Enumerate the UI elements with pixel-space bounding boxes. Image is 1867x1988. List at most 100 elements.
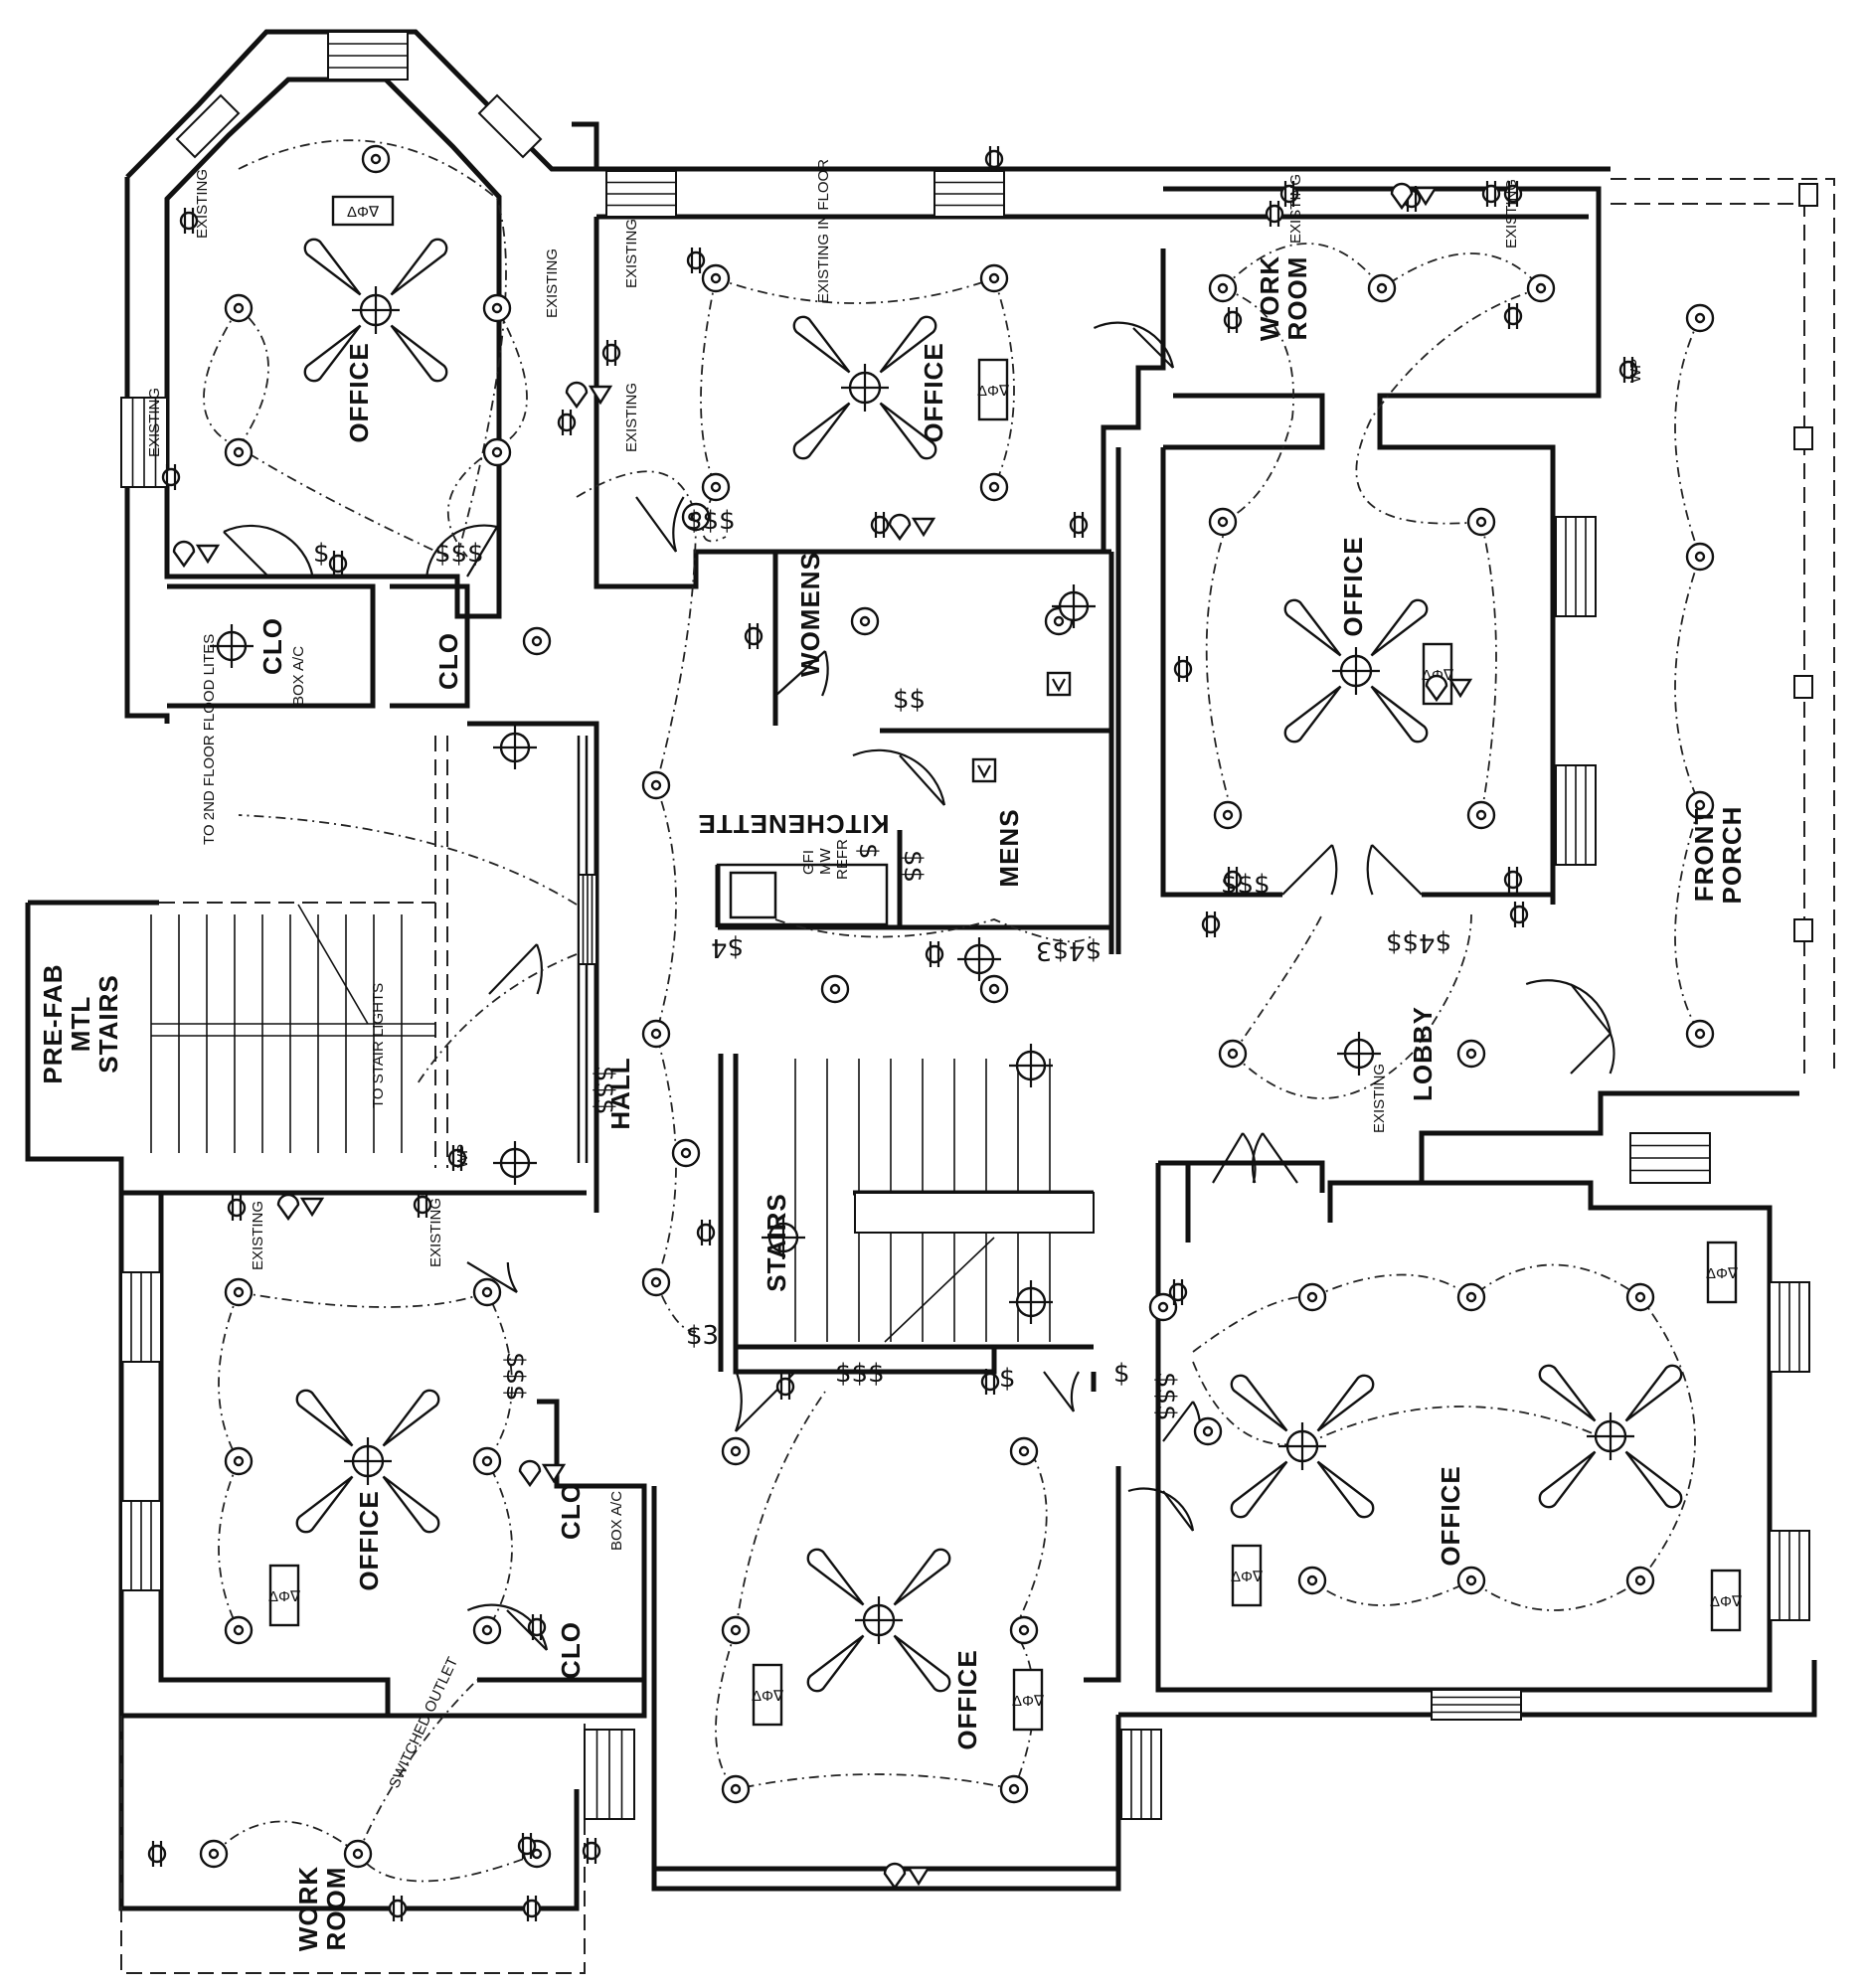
- fan-blade: [1538, 1364, 1597, 1422]
- fan-blade: [1316, 1460, 1375, 1519]
- switch-group-triple: $$$: [1151, 1372, 1181, 1421]
- room-label-line: OFFICE: [919, 342, 948, 442]
- circuit-run: [238, 307, 269, 448]
- fan-blade: [879, 315, 937, 374]
- room-label-line: STAIRS: [762, 1193, 791, 1291]
- recessed-light-center: [481, 1624, 493, 1636]
- ceiling-fan-icon: [806, 1548, 951, 1693]
- duplex-outlet-icon: [517, 1836, 537, 1856]
- recessed-light-center: [481, 1286, 493, 1298]
- device-cluster-glyphs: ΔΦ∇: [977, 383, 1010, 400]
- fan-blade: [1230, 1460, 1288, 1519]
- fan-blade: [382, 1475, 440, 1534]
- note-existing: EXISTING: [623, 219, 640, 288]
- exhaust-fan-icon: [1046, 671, 1072, 697]
- device-cluster-glyphs: ΔΦ∇: [752, 1688, 784, 1705]
- device-cluster-box: [331, 195, 395, 227]
- duplex-outlet-icon: [775, 1377, 795, 1397]
- device-cluster-glyphs: ΔΦ∇: [268, 1588, 301, 1605]
- phone-jack-icon: [888, 513, 912, 542]
- device-cluster-glyphs: ΔΦ∇: [1706, 1265, 1739, 1282]
- room-label-clo-n: CLO: [433, 632, 463, 690]
- fan-blade: [1624, 1450, 1683, 1509]
- wall-office-sw: [118, 1193, 647, 1911]
- note-switched-outlet: SWITCHED OUTLET: [386, 1655, 461, 1791]
- room-label-line: OFFICE: [354, 1490, 384, 1590]
- room-label-line: OFFICE: [1338, 536, 1368, 636]
- switch-group-triple: $$$: [686, 506, 736, 536]
- door-leaf: [466, 526, 498, 578]
- door-swing: [223, 524, 314, 578]
- circuit-run-flood-lites: [238, 814, 578, 906]
- room-label-line: STAIRS: [93, 974, 123, 1073]
- room-label-line: ROOM: [321, 1867, 351, 1951]
- room-label-line: CLO: [556, 1482, 586, 1540]
- fan-blade: [1370, 598, 1429, 657]
- note-wp: WP: [454, 1144, 471, 1168]
- room-label-office-n: OFFICE: [919, 342, 948, 442]
- circuit-run: [238, 139, 507, 558]
- room-label-line: KITCHENETTE: [698, 809, 890, 839]
- switch-group-lobby: $4$$: [1386, 927, 1451, 957]
- room-label-line: CLO: [257, 617, 287, 675]
- recessed-light-center: [233, 446, 245, 458]
- fan-blade: [792, 315, 851, 374]
- recessed-light-center: [690, 511, 702, 523]
- recessed-light-center: [1227, 1048, 1239, 1060]
- wall-closets-n: [167, 583, 470, 709]
- door-swing: [1093, 321, 1175, 369]
- door-leaf: [1162, 1401, 1194, 1442]
- switch-3way: $3: [686, 1321, 719, 1351]
- room-label-line: CLO: [433, 632, 463, 690]
- duplex-outlet-icon: [1173, 659, 1193, 679]
- circuit-run: [213, 1820, 538, 1883]
- duplex-outlet-icon: [227, 1198, 247, 1218]
- door-swing: [1251, 1132, 1264, 1184]
- porch-post: [1798, 183, 1818, 207]
- recessed-light-center: [233, 302, 245, 314]
- recessed-light-center: [208, 1848, 220, 1860]
- wall-stairs-center: [718, 1054, 1094, 1375]
- door-swing: [466, 1603, 549, 1651]
- circuit-run: [1355, 287, 1542, 525]
- circuit-run: [700, 276, 1015, 543]
- room-label-line: ROOM: [1282, 256, 1312, 341]
- door-leaf: [1043, 1371, 1075, 1412]
- device-cluster-box: [268, 1564, 300, 1627]
- room-label-mens: MENS: [994, 808, 1024, 887]
- device-cluster-box: [1012, 1668, 1044, 1732]
- recessed-light-center: [730, 1624, 742, 1636]
- device-cluster-glyphs: ΔΦ∇: [1231, 1569, 1264, 1585]
- door-swing: [1070, 1371, 1080, 1412]
- device-cluster-box: [1710, 1569, 1742, 1632]
- recessed-light-center: [1694, 312, 1706, 324]
- device-cluster-glyphs: ΔΦ∇: [1710, 1593, 1743, 1610]
- recessed-light-center: [1217, 282, 1229, 294]
- recessed-light-center: [233, 1286, 245, 1298]
- circuit-run: [735, 1391, 826, 1631]
- duplex-outlet-icon: [984, 149, 1004, 169]
- room-label-line: WOMENS: [795, 552, 825, 677]
- door-swing: [1127, 1487, 1195, 1532]
- fan-blade: [390, 238, 448, 296]
- exhaust-fan-glyph: [977, 764, 991, 779]
- door-leaf: [1570, 1033, 1612, 1075]
- note-existing: EXISTING: [1371, 1064, 1388, 1133]
- room-label-line: MTL: [66, 996, 95, 1052]
- phone-jack-icon: [565, 381, 589, 410]
- duplex-outlet-icon: [1201, 914, 1221, 934]
- room-label-lobby: LOBBY: [1408, 1006, 1438, 1101]
- data-jack-icon: [906, 1866, 932, 1887]
- kitchen-sink: [729, 871, 777, 919]
- fan-blade: [1370, 685, 1429, 744]
- fan-blade: [806, 1634, 865, 1693]
- recessed-light-center: [650, 1028, 662, 1040]
- recessed-light-center: [1008, 1783, 1020, 1795]
- phone-jack-icon: [1390, 182, 1414, 211]
- duplex-outlet-icon: [522, 1899, 542, 1918]
- recessed-light-center: [680, 1147, 692, 1159]
- fan-blade: [893, 1634, 951, 1693]
- exhaust-fan-glyph: [1052, 678, 1066, 693]
- note-existing: EXISTING: [1503, 179, 1520, 248]
- device-cluster-box: [1706, 1241, 1738, 1304]
